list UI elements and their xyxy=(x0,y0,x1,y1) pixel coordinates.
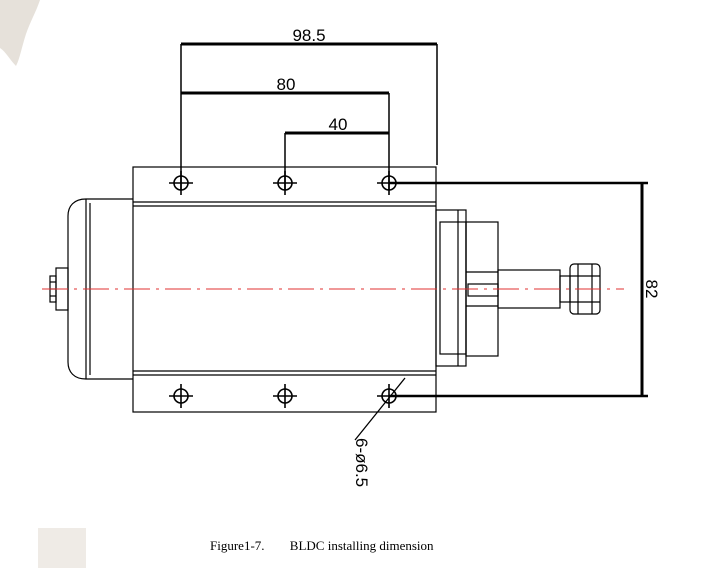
mounting-hole-bottom-2 xyxy=(273,384,297,408)
mounting-hole-bottom-1 xyxy=(169,384,193,408)
corner-map-shape xyxy=(0,0,40,66)
dimension-98-5: 98.5 xyxy=(292,26,325,45)
dimension-80: 80 xyxy=(277,75,296,94)
dimension-40: 40 xyxy=(329,115,348,134)
figure-number: Figure1-7. xyxy=(210,538,265,553)
mounting-hole-callout: 6-ø6.5 xyxy=(352,438,371,487)
gray-tile xyxy=(38,528,86,568)
figure-title: BLDC installing dimension xyxy=(289,538,434,553)
dimension-82: 82 xyxy=(642,280,661,299)
figure-caption: Figure1-7. BLDC installing dimension xyxy=(210,538,434,554)
dimension-lines xyxy=(180,42,648,441)
